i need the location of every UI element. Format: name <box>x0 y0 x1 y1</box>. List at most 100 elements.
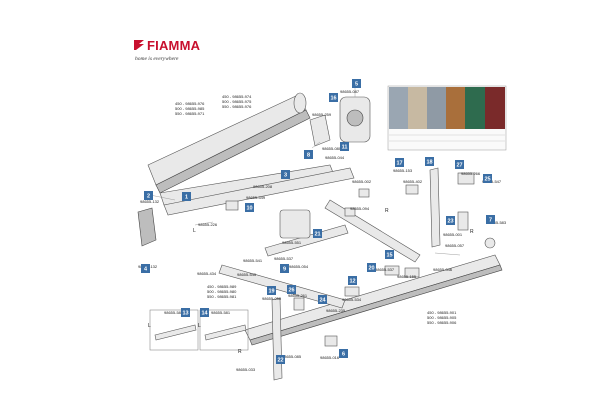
callout-badge: 13 <box>181 308 190 317</box>
callout-badge-box <box>267 286 276 295</box>
callout-badge-box <box>287 285 296 294</box>
callout-badge: 24 <box>318 295 327 304</box>
callout-number: 9 <box>283 267 286 273</box>
callout-number: 23 <box>447 219 453 225</box>
callout-number: 3 <box>284 173 287 179</box>
part-code: 98655-094 <box>350 206 370 211</box>
callout-badge: 27 <box>455 160 464 169</box>
part-code: 98655-226 <box>198 222 218 227</box>
callout-badge: 20 <box>367 263 376 272</box>
callout-badge: 21 <box>313 229 322 238</box>
callout-number: 22 <box>277 358 283 364</box>
callout-badge-box <box>141 264 150 273</box>
callout-number: 17 <box>396 161 402 167</box>
callout-badge-box <box>446 216 455 225</box>
callout-badge: 9 <box>280 264 289 273</box>
callout-badge: 14 <box>200 308 209 317</box>
callout-number: 2 <box>147 194 150 200</box>
code-group-line: 500 - 98655-985 <box>175 106 205 111</box>
small-parts <box>225 172 496 347</box>
part-code: 98655-001 <box>443 232 463 237</box>
rafter-kit-boxes <box>149 309 249 351</box>
callout-number: 11 <box>342 145 348 151</box>
callout-number: 5 <box>355 82 358 88</box>
callout-badge: 5 <box>352 79 361 88</box>
callout-number: 10 <box>246 206 252 212</box>
callout-badge: 4 <box>141 264 150 273</box>
callout-badge-box <box>313 229 322 238</box>
side-marker: R <box>470 229 474 235</box>
code-group-line: 550 - 98655-981 <box>207 294 237 299</box>
callout-number: 15 <box>386 253 392 259</box>
callout-number: 6 <box>342 352 345 358</box>
part-code: 98655-551 <box>282 240 302 245</box>
callout-badge: 1 <box>182 192 191 201</box>
code-group-line: 550 - 98655-906 <box>427 320 457 325</box>
code-group-line: 500 - 98655-980 <box>207 289 237 294</box>
part-code: 98655-537 <box>274 256 294 261</box>
callout-number: 26 <box>288 288 294 294</box>
end-cap-left <box>137 207 157 247</box>
leg-front <box>271 297 283 381</box>
part-code: 98655-534 <box>342 297 362 302</box>
code-group-line: 550 - 98655-971 <box>175 111 205 116</box>
callout-number: 20 <box>368 266 374 272</box>
callout-badge-box <box>486 215 495 224</box>
part-code: 98655-585 <box>164 310 184 315</box>
part-code: 98655-581 <box>211 310 231 315</box>
part-code: 98655-266 <box>461 171 481 176</box>
fabric-color-table <box>387 85 507 151</box>
part-code: 98655-235 <box>326 308 346 313</box>
callout-number: 14 <box>201 311 208 317</box>
callout-number: 13 <box>182 311 188 317</box>
motor-unit <box>339 96 371 143</box>
part-code: 98655-259 <box>312 112 332 117</box>
brand-name: FIAMMA <box>147 38 201 53</box>
callout-badge: 8 <box>304 150 313 159</box>
fabric-swatch <box>389 87 408 129</box>
callout-badge-box <box>182 192 191 201</box>
callout-badge-box <box>304 150 313 159</box>
callout-badge: 10 <box>245 203 254 212</box>
callout-badge: 15 <box>385 250 394 259</box>
callout-badge-box <box>329 93 338 102</box>
part-code: 98655-050 <box>262 296 282 301</box>
fabric-swatch <box>446 87 465 129</box>
code-group-line: 450 - 98655-989 <box>207 284 237 289</box>
part-code: 98655-402 <box>403 179 423 184</box>
part-code: 98655-087 <box>340 89 360 94</box>
side-marker: L <box>198 323 201 329</box>
part-code: 98655-085 <box>282 354 302 359</box>
callout-badge: 22 <box>276 355 285 364</box>
part-code: 98655-541 <box>243 258 263 263</box>
leg-right <box>429 167 441 248</box>
part-code: 98655-545 <box>237 272 257 277</box>
callout-number: 12 <box>349 279 355 285</box>
part-code: 98655-434 <box>197 271 217 276</box>
part-code: 98655-261 <box>288 293 308 298</box>
code-group-line: 450 - 98655-976 <box>175 101 205 106</box>
callout-badge: 23 <box>446 216 455 225</box>
callout-badge-box <box>318 295 327 304</box>
code-group-line: 450 - 98655-901 <box>427 310 457 315</box>
callouts: 1 2 3 4 5 6 7 8 9 10 11 12 13 14 15 16 1… <box>141 79 495 364</box>
callout-number: 21 <box>314 232 320 238</box>
awning-case <box>147 92 355 216</box>
callout-number: 16 <box>330 96 336 102</box>
part-code: 98655-583 <box>487 220 507 225</box>
fabric-swatch <box>485 87 505 129</box>
part-code-labels: 98655-132 98655-226 98655-208 98655-549 … <box>138 89 507 372</box>
callout-badge: 6 <box>339 349 348 358</box>
callout-badge: 17 <box>395 158 404 167</box>
part-code: 98655-054 <box>289 264 309 269</box>
fabric-swatch <box>427 87 446 129</box>
part-code: 98655-033 <box>236 367 256 372</box>
callout-number: 7 <box>489 218 492 224</box>
callout-badge-box <box>483 174 492 183</box>
callout-badge: 7 <box>486 215 495 224</box>
callout-number: 19 <box>268 289 274 295</box>
